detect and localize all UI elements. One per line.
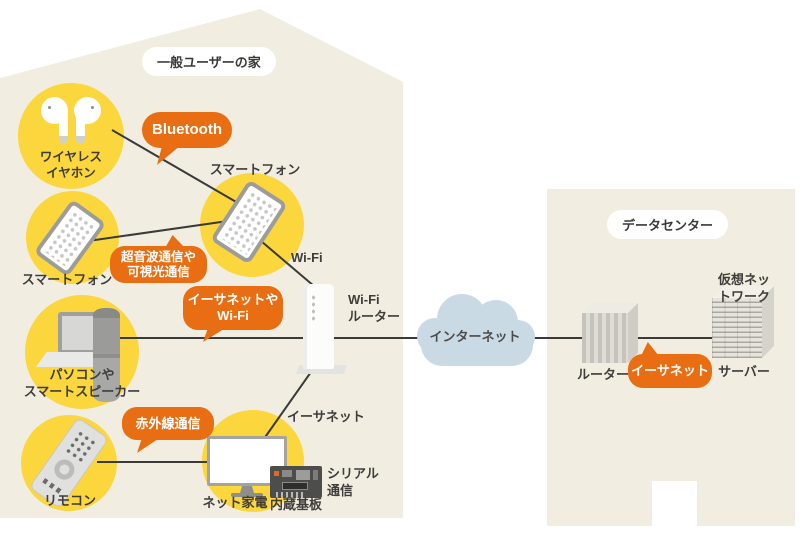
remote-buttons — [64, 428, 99, 465]
board-chip-orange — [274, 471, 279, 476]
cloud-base — [421, 324, 533, 366]
link-smartphone-router — [260, 240, 322, 293]
tv-stand-base — [231, 493, 263, 497]
wifi-link-label: Wi-Fi — [291, 250, 323, 265]
link-earphones-smartphone — [111, 129, 251, 211]
remote-dpad — [50, 455, 79, 484]
datacenter-door — [652, 481, 697, 526]
circuit-board-icon — [270, 466, 322, 498]
serial-link-label: シリアル 通信 — [327, 466, 379, 498]
remote-label: リモコン — [43, 493, 97, 508]
home-title-pill: 一般ユーザーの家 — [142, 47, 276, 76]
home-title: 一般ユーザーの家 — [157, 55, 261, 70]
highlight-circle-earphones — [18, 83, 124, 189]
virtual-network-label: 仮想ネットワーク — [717, 272, 770, 304]
board-chip-small — [282, 470, 292, 477]
server-label: サーバー — [718, 364, 770, 379]
internet-label: インターネット — [429, 329, 521, 344]
wireless-earphones-icon — [41, 97, 103, 161]
smartphone-top-label: スマートフォン — [209, 162, 301, 177]
link-smartphone-smartphone — [87, 218, 243, 242]
bubble-bluetooth: Bluetooth — [142, 112, 232, 148]
dc-router-front-face — [582, 313, 628, 363]
server-front-face — [712, 298, 762, 358]
tv-stand-neck — [240, 486, 254, 493]
internet-cloud-icon: インターネット — [417, 294, 535, 366]
wifi-router-label: Wi-Fi ルーター — [348, 292, 401, 324]
net-appliance-label: ネット家電 — [202, 495, 268, 510]
earbud-head-left — [41, 97, 68, 124]
earphones-label: ワイヤレス イヤホン — [39, 150, 103, 180]
bubble-infrared: 赤外線通信 — [122, 407, 214, 440]
earbud-stem-right — [76, 109, 85, 143]
bubble-ultrasonic: 超音波通信や 可視光通信 — [110, 246, 207, 283]
wifi-router-icon — [303, 284, 334, 369]
dc-router-label: ルーター — [576, 367, 630, 382]
internal-board-label: 内蔵基板 — [269, 497, 323, 512]
wifi-router-leds — [311, 294, 316, 322]
pc-speaker-label: パソコンや スマートスピーカー — [23, 367, 141, 399]
earbud-stem-left — [59, 109, 68, 143]
smartphone-left-label: スマートフォン — [21, 272, 113, 287]
link-router-appliance — [260, 371, 312, 444]
bubble-ethernet-wifi: イーサネットや Wi-Fi — [183, 286, 283, 330]
board-chip-side — [313, 470, 318, 480]
board-connector-pins — [276, 492, 306, 498]
board-chip-large — [296, 470, 310, 480]
smart-speaker-icon — [93, 308, 120, 402]
dc-router-side-face — [628, 303, 638, 363]
datacenter-title: データセンター — [622, 218, 714, 233]
board-slot — [282, 482, 308, 490]
earbud-head-right — [74, 97, 101, 124]
bubble-dc-ethernet: イーサネット — [628, 354, 712, 388]
ethernet-link-label: イーサネット — [287, 409, 365, 424]
datacenter-title-pill: データセンター — [607, 210, 729, 239]
